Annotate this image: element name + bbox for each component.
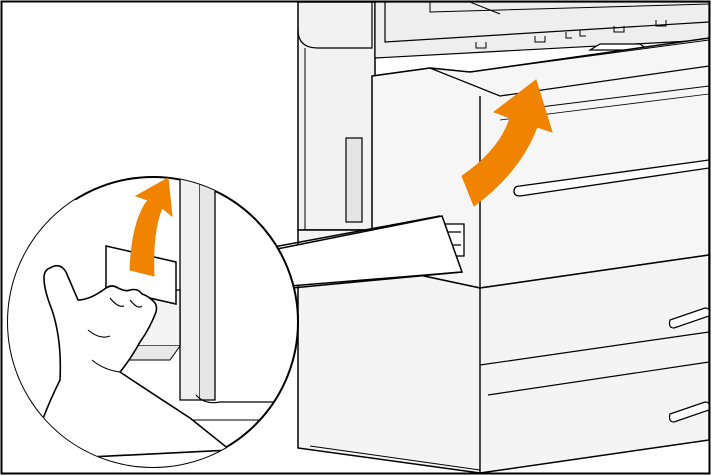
lift-arrow-icon xyxy=(461,79,553,207)
hand-icon xyxy=(28,264,233,461)
magnified-detail xyxy=(7,176,299,468)
